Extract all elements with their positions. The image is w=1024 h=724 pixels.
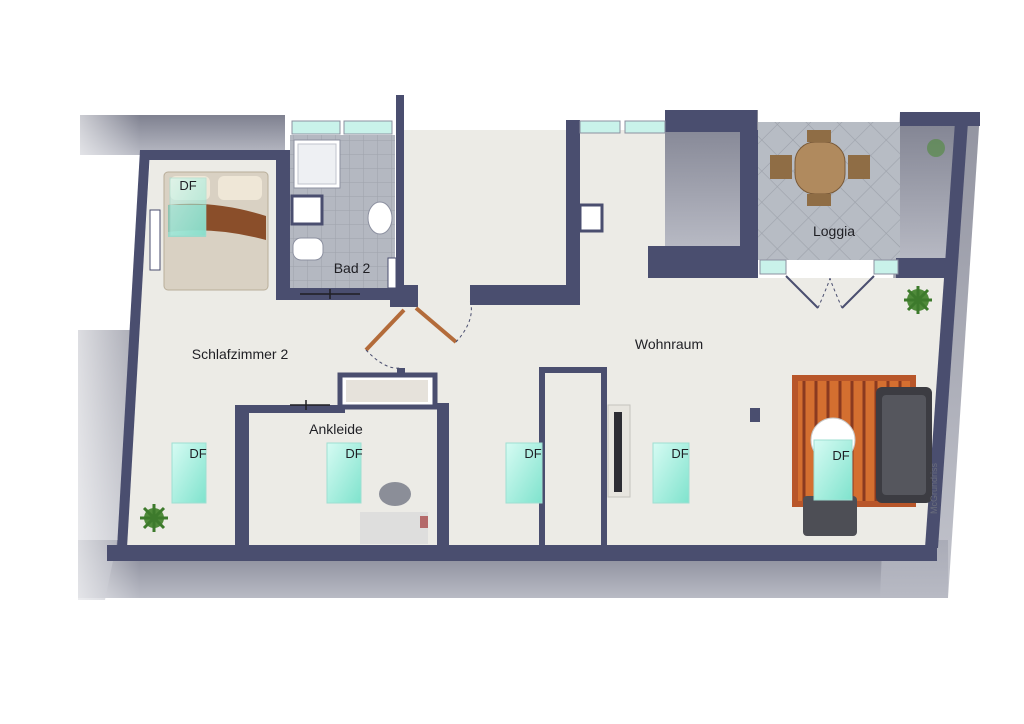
room-label-closet: Ankleide xyxy=(309,421,363,437)
room-label-bedroom: Schlafzimmer 2 xyxy=(192,346,289,362)
skylight xyxy=(171,442,207,504)
skylight xyxy=(169,177,207,237)
skylight-label: DF xyxy=(832,448,849,463)
walls xyxy=(107,95,980,561)
closet-furniture xyxy=(337,372,438,544)
skylights xyxy=(169,177,853,504)
skylight-label: DF xyxy=(345,446,362,461)
living-furniture xyxy=(607,375,932,536)
entry-doors xyxy=(290,289,472,410)
room-label-loggia: Loggia xyxy=(813,223,855,239)
bathroom-fixtures xyxy=(290,139,604,289)
skylight xyxy=(505,442,543,504)
skylight-label: DF xyxy=(179,178,196,193)
loggia-table xyxy=(770,130,870,206)
skylight-label: DF xyxy=(189,446,206,461)
skylight xyxy=(813,439,853,501)
room-label-bath: Bad 2 xyxy=(334,260,371,276)
skylight-label: DF xyxy=(524,446,541,461)
windows xyxy=(149,120,899,275)
skylight xyxy=(326,442,362,504)
room-label-living: Wohnraum xyxy=(635,336,703,352)
plant-icon xyxy=(140,139,945,532)
skylight xyxy=(652,442,690,504)
loggia-doors xyxy=(785,275,875,309)
credit-text: McGrundriss xyxy=(929,462,939,514)
skylight-label: DF xyxy=(671,446,688,461)
